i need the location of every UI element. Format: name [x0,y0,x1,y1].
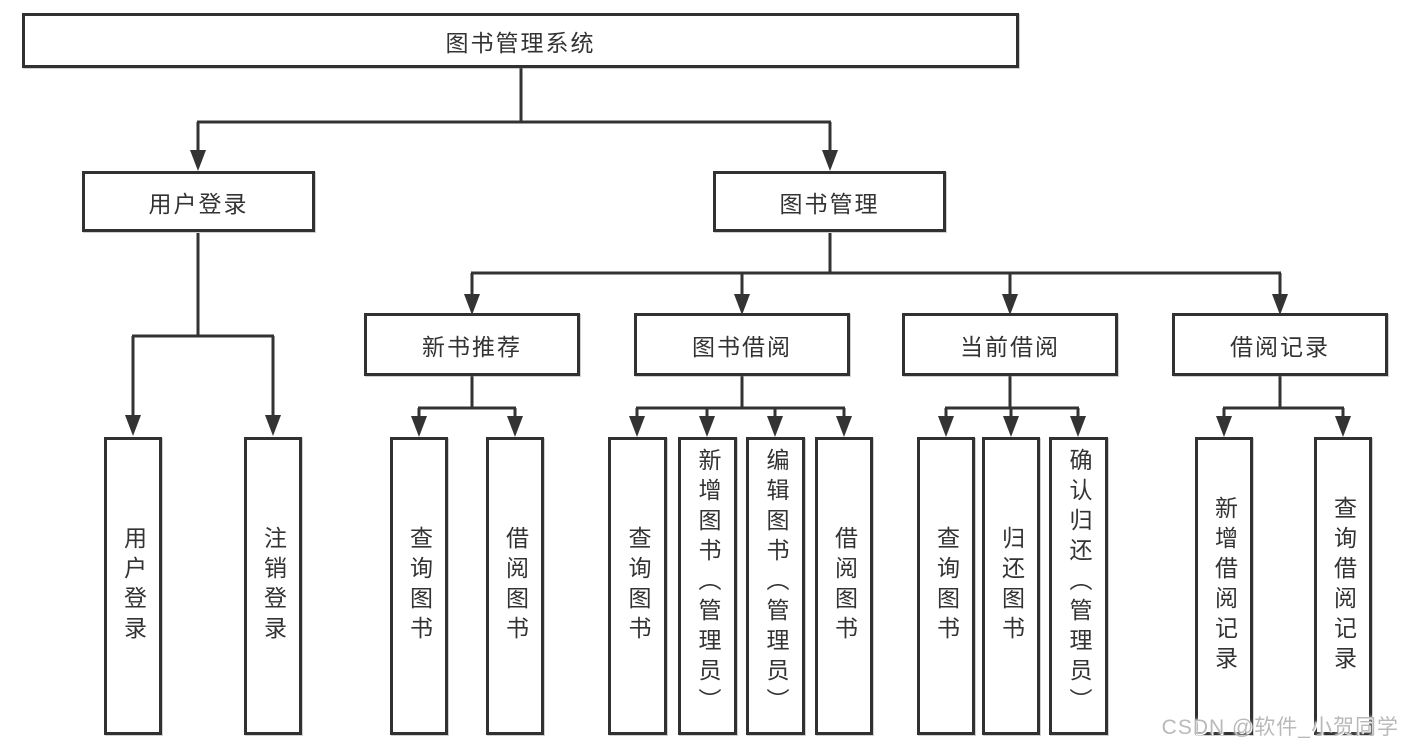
node-label: 借阅图书 [831,526,858,646]
node-label: 查询借阅记录 [1330,496,1357,676]
node-label: 查询图书 [406,526,433,646]
leaf-query-books-borrow: 查询图书 [608,437,667,735]
node-borrow-records: 借阅记录 [1172,313,1388,376]
node-label: 图书管理系统 [445,29,596,56]
node-label: 图书管理 [779,190,880,217]
leaf-logout: 注销登录 [244,437,302,735]
node-library-management-system: 图书管理系统 [22,13,1019,68]
node-book-borrow: 图书借阅 [634,313,850,376]
node-label: 注销登录 [260,526,287,646]
leaf-borrow-books: 借阅图书 [815,437,873,735]
arrowheads [125,150,1351,437]
node-label: 借阅图书 [502,526,529,646]
leaf-add-borrow-record: 新增借阅记录 [1195,437,1253,735]
csdn-watermark: CSDN @软件_小贺同学 [1161,716,1399,739]
node-current-borrow: 当前借阅 [902,313,1118,376]
leaf-return-books: 归还图书 [982,437,1040,735]
node-label: 编辑图书（管理员） [763,448,789,718]
leaf-edit-books-admin: 编辑图书（管理员） [746,437,805,735]
node-book-management: 图书管理 [713,171,946,232]
node-label: 借阅记录 [1230,333,1330,360]
node-label: 确认归还（管理员） [1066,448,1092,718]
node-label: 查询图书 [625,526,651,646]
leaf-borrow-books-recommend: 借阅图书 [486,437,544,735]
node-label: 用户登录 [120,526,147,646]
node-label: 新增借阅记录 [1211,496,1238,676]
node-label: 用户登录 [148,190,249,217]
node-new-book-recommend: 新书推荐 [364,313,580,376]
node-label: 新书推荐 [422,333,522,360]
node-user-login: 用户登录 [82,171,315,232]
connector-lines [131,68,1345,418]
leaf-user-login: 用户登录 [104,437,162,735]
leaf-add-books-admin: 新增图书（管理员） [678,437,737,735]
leaf-confirm-return-admin: 确认归还（管理员） [1049,437,1108,735]
node-label: 当前借阅 [960,333,1060,360]
node-label: 查询图书 [933,526,960,646]
node-label: 图书借阅 [692,333,792,360]
node-label: 归还图书 [998,526,1025,646]
leaf-query-books-recommend: 查询图书 [390,437,448,735]
node-label: 新增图书（管理员） [695,448,721,718]
leaf-query-books-current: 查询图书 [917,437,975,735]
leaf-query-borrow-record: 查询借阅记录 [1314,437,1372,735]
